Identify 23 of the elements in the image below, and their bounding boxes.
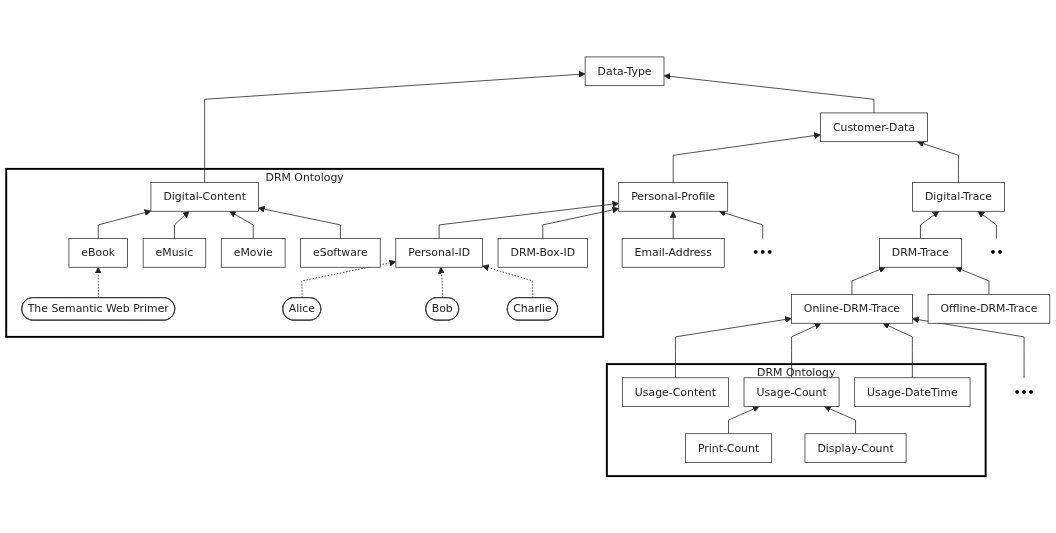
node-box: Customer-Data — [820, 112, 928, 143]
node-box: Digital-Content — [150, 182, 259, 212]
node-box: Data-Type — [584, 56, 665, 87]
node-box: Usage-Content — [622, 377, 729, 407]
node-box: Display-Count — [804, 433, 907, 463]
node-box: Online-DRM-Trace — [791, 294, 913, 324]
node-box: DRM-Box-ID — [497, 238, 588, 268]
node-box: Personal-ID — [395, 238, 483, 268]
node-text: ••• — [752, 246, 774, 259]
node-text: •• — [989, 246, 1004, 259]
node-box: Usage-DateTime — [854, 377, 971, 407]
node-box: Usage-Count — [743, 377, 840, 407]
node-box: eMusic — [142, 238, 207, 268]
node-box: DRM-Trace — [879, 238, 962, 268]
node-box: Personal-Profile — [618, 182, 729, 212]
node-box: Offline-DRM-Trace — [927, 294, 1051, 324]
node-box: Digital-Trace — [912, 182, 1005, 212]
node-box: eMovie — [220, 238, 286, 268]
node-box: Email-Address — [621, 238, 725, 268]
node-text: ••• — [1013, 385, 1035, 398]
node-box: Print-Count — [685, 433, 773, 463]
node-box: eBook — [68, 238, 128, 268]
node-box: eSoftware — [300, 238, 381, 268]
